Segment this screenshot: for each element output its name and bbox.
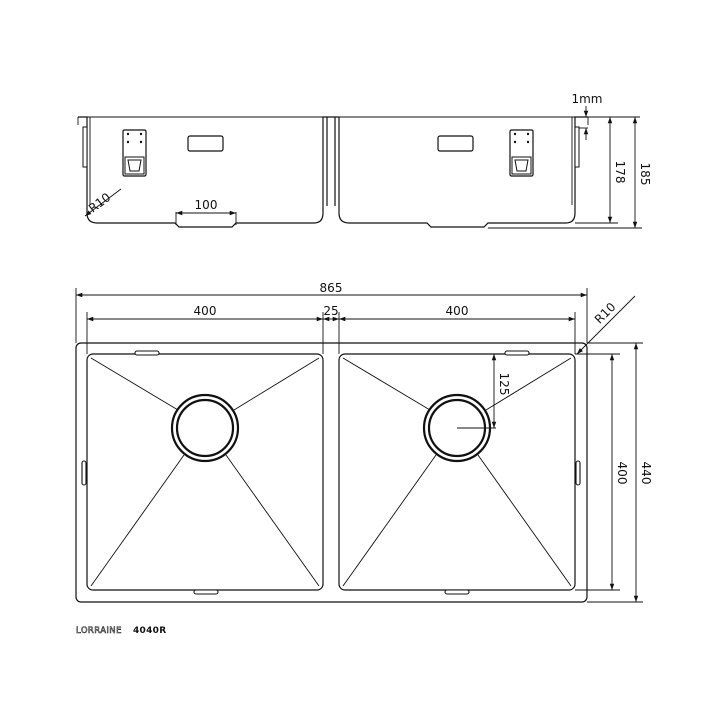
overall-width-label: 865 (320, 281, 343, 295)
top-radius-label: R10 (592, 300, 619, 327)
side-clip (82, 126, 88, 168)
clip-mark (575, 460, 581, 486)
clip-mark (504, 350, 530, 356)
outer-depth-label: 185 (638, 163, 652, 186)
drain-outer-ring-left (170, 393, 240, 463)
drain-width-label: 100 (195, 198, 218, 212)
drain-offset-label: 125 (497, 373, 511, 396)
right-bowl-section (338, 116, 588, 228)
mounting-bracket-left (122, 129, 147, 177)
right-bowl-width-label: 400 (446, 304, 469, 318)
drain-inner-ring-left (175, 398, 235, 458)
center-divider-section (323, 116, 339, 206)
clip-mark (193, 589, 219, 595)
side-view: R10 100 1mm 178 185 (77, 92, 652, 229)
left-bowl (86, 353, 324, 591)
sink-outer-frame (75, 342, 588, 603)
side-clip (574, 126, 580, 168)
overflow-slot-left (187, 135, 224, 152)
model-branding: LORRAINE 4040R (76, 626, 166, 637)
clip-mark (444, 589, 470, 595)
left-bowl-section (78, 116, 324, 228)
series-name: LORRAINE (76, 626, 122, 636)
overall-depth-label: 440 (639, 462, 653, 485)
left-bowl-width-label: 400 (194, 304, 217, 318)
thickness-label: 1mm (571, 92, 602, 106)
clip-mark (81, 460, 87, 486)
model-number: 4040R (133, 626, 166, 636)
right-bowl (338, 353, 576, 591)
clip-mark (134, 350, 160, 356)
bowl-depth-label: 400 (615, 462, 629, 485)
mounting-bracket-right (509, 129, 534, 177)
inner-depth-label: 178 (613, 161, 627, 184)
overflow-slot-right (437, 135, 474, 152)
divider-width-label: 25 (323, 304, 338, 318)
top-view: 865 400 25 400 R10 125 400 440 (75, 281, 653, 603)
